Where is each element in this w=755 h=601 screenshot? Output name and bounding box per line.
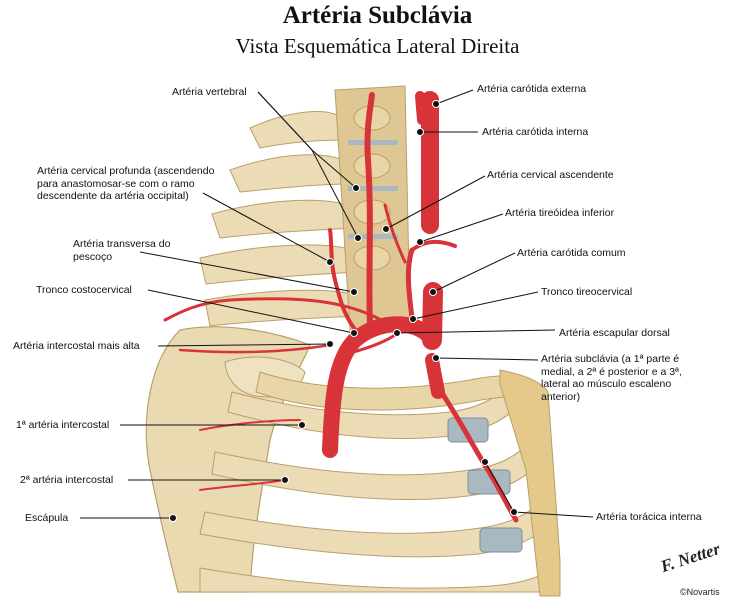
leader-lines: [80, 89, 594, 519]
ascending-cervical-artery: [383, 203, 407, 264]
dorsal-scapular-artery: [338, 333, 397, 358]
diagram-subtitle: Vista Esquemática Lateral Direita: [235, 34, 520, 58]
highest-intercostal-artery: [178, 343, 332, 354]
diagram-title: Artéria Subclávia: [282, 2, 473, 29]
costal-cartilage-3: [479, 527, 523, 553]
copyright-credit: ©Novartis: [680, 587, 720, 597]
external-carotid-artery: [415, 91, 427, 125]
second-intercostal-artery: [199, 479, 286, 491]
label-second-intercostal-artery: 2ª artéria intercostal: [20, 474, 114, 486]
label-costocervical-trunk: Tronco costocervical: [36, 284, 132, 296]
label-scapula: Escápula: [25, 512, 69, 524]
internal-thoracic-artery: [437, 387, 519, 523]
label-first-intercostal-artery: 1ª artéria intercostal: [16, 419, 110, 431]
label-internal-carotid-artery: Artéria carótida interna: [482, 126, 589, 138]
label-external-carotid-artery: Artéria carótida externa: [477, 83, 587, 95]
label-transverse-cervical-artery: Artéria transversa do pescoço: [73, 238, 171, 263]
label-subclavian-artery: Artéria subclávia (a 1ª parte é medial, …: [541, 353, 682, 403]
costal-cartilage-1: [447, 417, 489, 443]
first-intercostal-artery: [199, 419, 301, 431]
label-highest-intercostal-artery: Artéria intercostal mais alta: [13, 340, 140, 352]
sternum: [499, 369, 561, 597]
vertebral-artery: [364, 92, 375, 328]
label-vertebral-artery: Artéria vertebral: [172, 86, 247, 98]
label-dorsal-scapular-artery: Artéria escapular dorsal: [559, 327, 670, 339]
label-common-carotid-artery: Artéria carótida comum: [517, 247, 626, 259]
label-internal-thoracic-artery: Artéria torácica interna: [596, 511, 702, 523]
label-thyrocervical-trunk: Tronco tireocervical: [541, 286, 633, 298]
label-inferior-thyroid-artery: Artéria tireóidea inferior: [505, 207, 615, 219]
costocervical-trunk: [328, 228, 362, 337]
label-ascending-cervical-artery: Artéria cervical ascendente: [487, 169, 614, 181]
inferior-thyroid-artery: [410, 239, 457, 252]
transverse-cervical-artery: [163, 297, 392, 327]
label-deep-cervical-artery: Artéria cervical profunda (ascendendo pa…: [37, 165, 215, 202]
rib-4: [199, 565, 561, 593]
label-markers: [169, 100, 518, 522]
subclavian-artery: [322, 316, 440, 458]
